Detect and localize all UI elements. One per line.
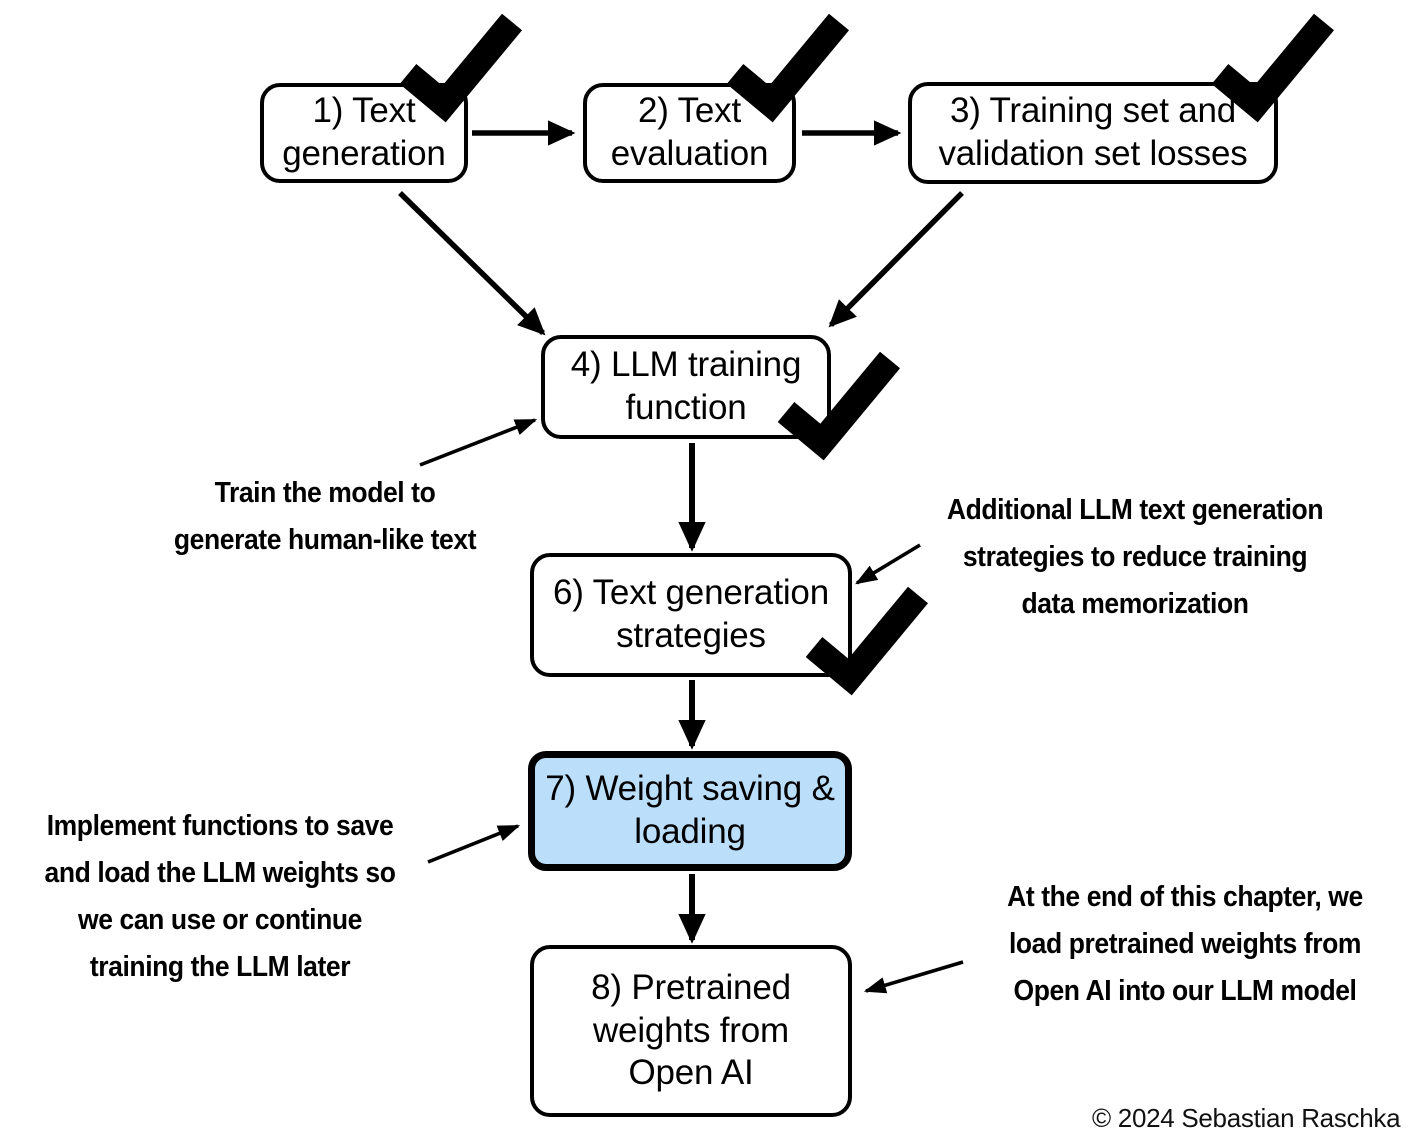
node-label: 7) Weight saving & loading	[545, 769, 835, 851]
annotation-train-model: Train the model to generate human-like t…	[173, 477, 477, 557]
copyright-notice: © 2024 Sebastian Raschka	[1092, 1103, 1401, 1133]
leader-a3-to-n7	[427, 824, 521, 864]
node-llm-training-function[interactable]: 4) LLM training function	[541, 335, 831, 439]
node-text-evaluation[interactable]: 2) Text evaluation	[583, 83, 796, 183]
node-text-generation-strategies[interactable]: 6) Text generation strategies	[530, 553, 852, 677]
annotation-additional-strategies: Additional LLM text generation strategie…	[946, 494, 1324, 621]
node-text-generation[interactable]: 1) Text generation	[260, 83, 468, 183]
leader-a4-to-n8	[863, 960, 964, 994]
annotation-load-pretrained: At the end of this chapter, we load pret…	[1007, 881, 1363, 1008]
annotation-implement-save-load: Implement functions to save and load the…	[44, 810, 396, 984]
node-training-validation-losses[interactable]: 3) Training set and validation set losse…	[908, 82, 1278, 184]
leader-a2-to-n6	[855, 543, 921, 585]
node-label: 4) LLM training function	[570, 345, 802, 427]
node-label: 8) Pretrained weights from Open AI	[591, 967, 791, 1093]
node-pretrained-weights-openai[interactable]: 8) Pretrained weights from Open AI	[530, 945, 852, 1117]
node-label: 2) Text evaluation	[610, 91, 769, 173]
node-label: 6) Text generation strategies	[553, 573, 829, 655]
node-label: 1) Text generation	[282, 91, 446, 173]
node-weight-saving-loading[interactable]: 7) Weight saving & loading	[528, 751, 852, 871]
edge-n1-to-n4	[398, 191, 546, 336]
edge-n3-to-n4	[828, 191, 964, 328]
node-label: 3) Training set and validation set losse…	[938, 91, 1248, 173]
leader-a1-to-n4	[419, 418, 538, 467]
